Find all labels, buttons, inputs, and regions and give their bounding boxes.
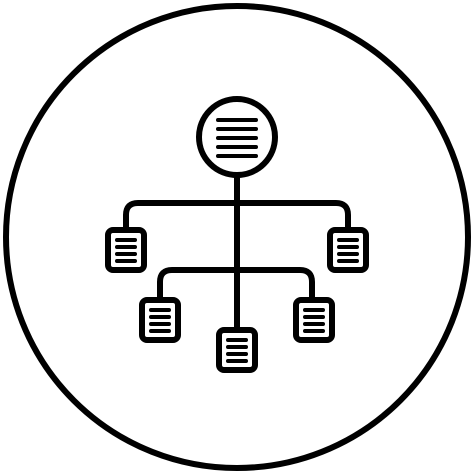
child-node-bottom-center	[216, 327, 258, 373]
root-node	[196, 96, 278, 178]
child-node-bottom-left	[139, 297, 181, 343]
child-node-top-left	[105, 227, 147, 273]
child-node-top-right	[327, 227, 369, 273]
outer-circle	[3, 3, 471, 471]
connector-lines	[123, 173, 351, 337]
child-node-bottom-right	[293, 297, 335, 343]
root-node-lines	[216, 118, 258, 158]
